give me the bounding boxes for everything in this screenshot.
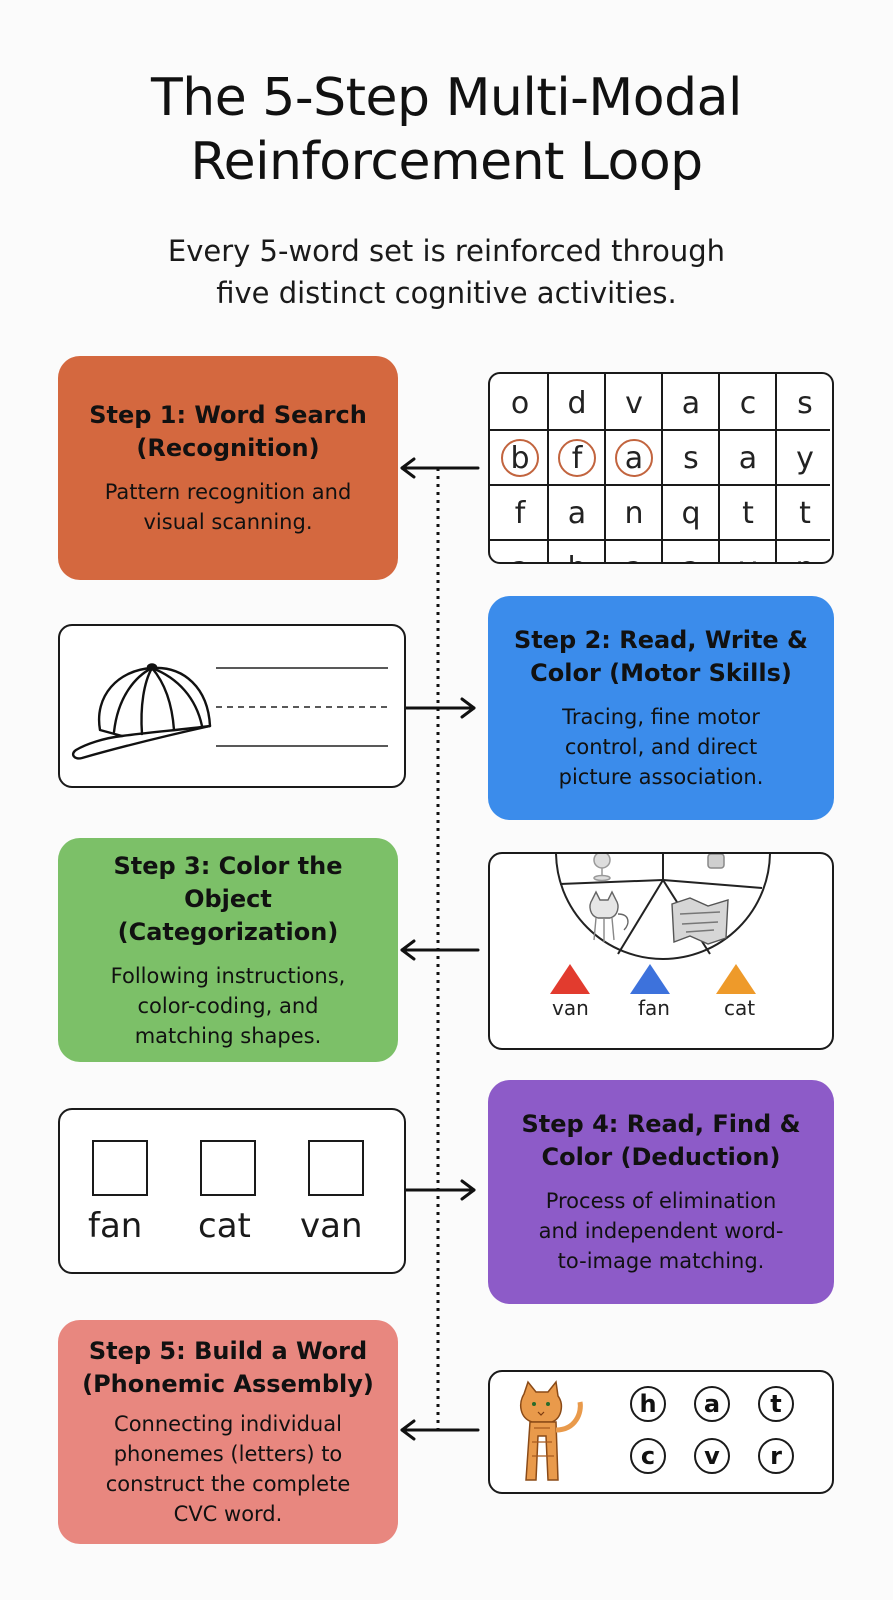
word-search-cell: o [510, 385, 530, 421]
word-van: van [300, 1206, 363, 1246]
grid-line [490, 539, 830, 541]
word-search-cell: s [683, 440, 699, 476]
page-subtitle: Every 5-word set is reinforced through f… [167, 234, 726, 310]
triangle-blue [630, 964, 670, 994]
grid-line [775, 374, 777, 562]
step5-title: Step 5: Build a Word (Phonemic Assembly) [82, 1337, 374, 1398]
grid-line [718, 374, 720, 562]
word-search-cell: q [681, 495, 701, 531]
triangle-label-cat: cat [724, 996, 756, 1020]
arrowhead-step4 [460, 1179, 476, 1201]
grid-line [604, 374, 606, 562]
word-search-cell: d [567, 385, 587, 421]
wheel-outline [555, 854, 771, 960]
step3-box: Step 3: Color the Object (Categorization… [58, 838, 398, 1062]
baseball-cap-icon [71, 663, 212, 760]
map-icon [671, 897, 729, 945]
writing-practice-card [58, 624, 406, 788]
step4-box: Step 4: Read, Find & Color (Deduction) P… [488, 1080, 834, 1304]
color-the-object-card: van fan cat [488, 852, 834, 1050]
writing-practice-art [71, 663, 388, 760]
fan-icon [593, 854, 611, 882]
word-search-cell: a [567, 495, 587, 531]
word-search-cell: a [663, 541, 719, 563]
read-find-color-card: fan cat van [58, 1108, 406, 1274]
circled-letter-marker [501, 439, 539, 477]
arrowhead-step1 [400, 457, 416, 479]
word-search-grid: odvacsbfasayfanqttahaavn [488, 372, 834, 564]
grid-line [490, 484, 830, 486]
triangle-red [550, 964, 590, 994]
word-fan: fan [88, 1206, 143, 1246]
word-search-cell: a [606, 541, 662, 563]
step1-box: Step 1: Word Search (Recognition) Patter… [58, 356, 398, 580]
step4-title: Step 4: Read, Find & Color (Deduction) [521, 1110, 801, 1171]
step2-title: Step 2: Read, Write & Color (Motor Skill… [514, 626, 808, 687]
triangle-label-van: van [552, 996, 589, 1020]
grid-line [547, 374, 549, 562]
page-title: The 5-Step Multi-Modal Reinforcement Loo… [151, 68, 742, 192]
step5-box: Step 5: Build a Word (Phonemic Assembly)… [58, 1320, 398, 1544]
letter-tile: c [630, 1438, 666, 1474]
word-search-cell: f [514, 495, 526, 531]
step3-desc: Following instructions, color-coding, an… [110, 963, 346, 1048]
word-search-cell: a [738, 440, 758, 476]
cat-icon [519, 1380, 583, 1481]
letter-tile: h [630, 1386, 666, 1422]
step2-desc: Tracing, fine motor control, and direct … [558, 705, 764, 789]
triangle-orange [716, 964, 756, 994]
triangle-label-fan: fan [638, 996, 670, 1020]
letter-tile: t [758, 1386, 794, 1422]
letter-tile: a [694, 1386, 730, 1422]
circled-letter-marker [615, 439, 653, 477]
step1-title: Step 1: Word Search (Recognition) [89, 401, 367, 462]
arrowhead-step2 [460, 697, 476, 719]
arrowhead-step5 [400, 1419, 416, 1441]
word-search-cell: a [492, 541, 548, 563]
checkbox-van [308, 1140, 364, 1196]
circled-letter-marker [558, 439, 596, 477]
checkbox-fan [92, 1140, 148, 1196]
word-search-cell: t [799, 495, 811, 531]
step3-title: Step 3: Color the Object (Categorization… [113, 851, 343, 946]
word-search-cell: t [742, 495, 754, 531]
arrowhead-step3 [400, 939, 416, 961]
word-search-cell: h [549, 541, 605, 563]
step5-desc: Connecting individual phonemes (letters)… [105, 1412, 351, 1526]
word-search-cell: a [681, 385, 701, 421]
cat-icon [589, 890, 629, 942]
backpack-icon [707, 854, 725, 869]
step2-box: Step 2: Read, Write & Color (Motor Skill… [488, 596, 834, 820]
word-cat: cat [198, 1206, 251, 1246]
letter-tile: v [694, 1438, 730, 1474]
word-search-cell: v [625, 385, 643, 421]
checkbox-cat [200, 1140, 256, 1196]
word-search-cell: c [739, 385, 757, 421]
word-search-cell: v [720, 541, 776, 563]
word-search-cell: y [796, 440, 814, 476]
letter-tile: r [758, 1438, 794, 1474]
word-search-cell: s [797, 385, 813, 421]
word-search-cell: n [777, 541, 832, 563]
step4-desc: Process of elimination and independent w… [538, 1189, 784, 1273]
object-wheel [550, 854, 771, 994]
grid-line [490, 429, 830, 431]
handwriting-lines [216, 667, 388, 747]
grid-line [661, 374, 663, 562]
step1-desc: Pattern recognition and visual scanning. [104, 480, 352, 534]
word-search-cell: n [624, 495, 644, 531]
